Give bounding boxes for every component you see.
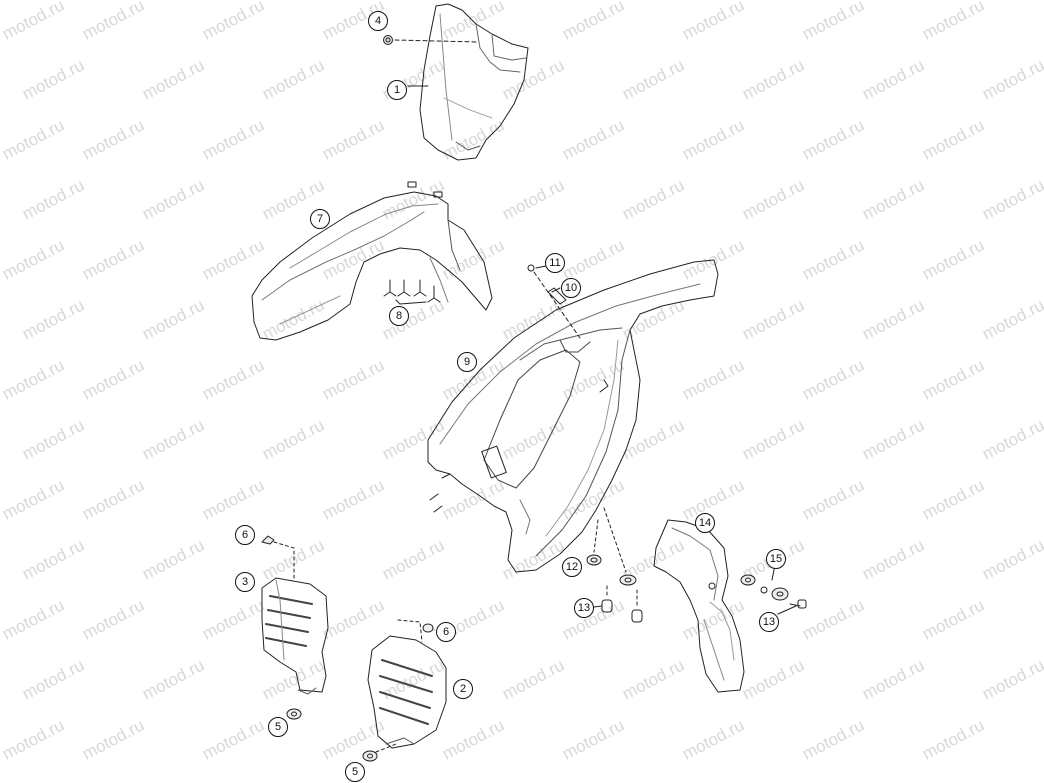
part-2-radiator-guard [367,619,447,749]
callout-14: 14 [695,513,715,533]
part-13-bushing [593,585,643,623]
part-14-side-guard [653,519,745,693]
callout-1: 1 [387,80,407,100]
callout-13: 13 [574,598,594,618]
part-3-radiator-guard [261,577,329,695]
part-5-nut-b [362,743,397,762]
part-1-number-plate [419,3,529,161]
callout-7: 7 [310,209,330,229]
callout-9: 9 [457,352,477,372]
part-8-clips [383,279,441,305]
callout-4: 4 [368,11,388,31]
part-12-grommet [586,507,637,586]
callout-3: 3 [235,572,255,592]
callout-13: 13 [759,612,779,632]
part-7-front-fender [251,181,493,341]
callout-5: 5 [268,717,288,737]
callout-6: 6 [436,622,456,642]
part-9-rear-fender [427,259,719,573]
callout-8: 8 [389,306,409,326]
callout-6: 6 [235,525,255,545]
callout-11: 11 [545,253,565,273]
callout-15: 15 [766,549,786,569]
callout-2: 2 [453,679,473,699]
part-6-screw-b [422,623,435,633]
part-6-screw-a [261,535,295,579]
part-15-washers [740,559,807,615]
callout-12: 12 [562,557,582,577]
part-10-11-screw [527,264,581,339]
callout-10: 10 [561,278,581,298]
callout-5: 5 [345,762,365,782]
part-4-nut [383,35,479,45]
